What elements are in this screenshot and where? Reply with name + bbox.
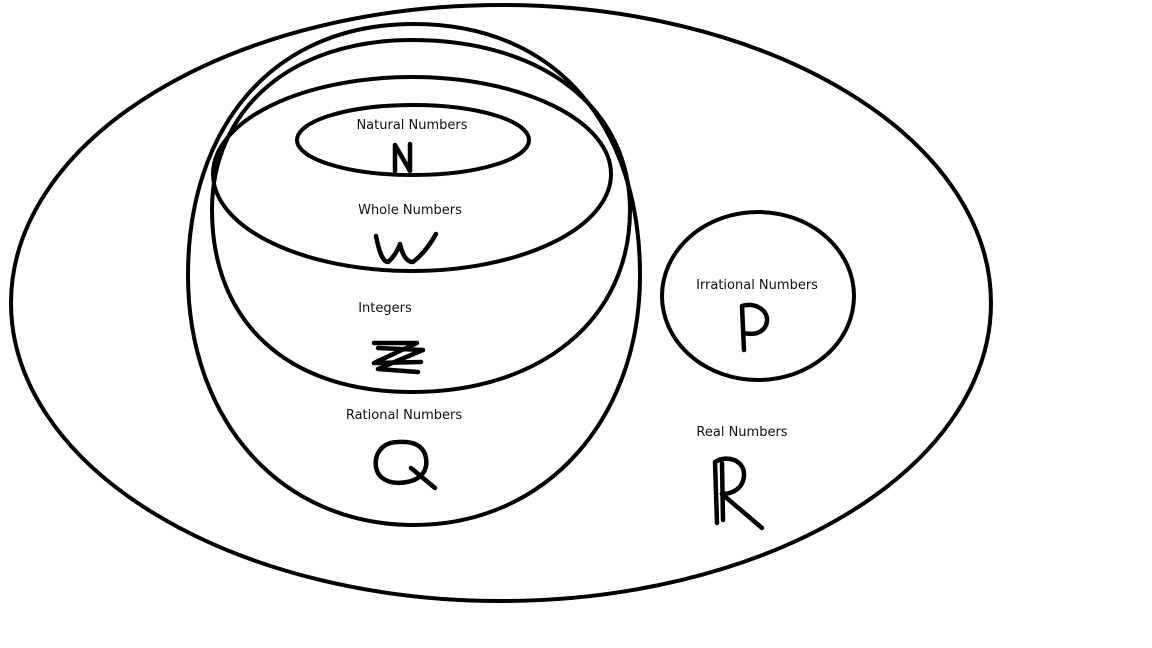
- integers-set: [209, 37, 633, 395]
- irrational-numbers-set: [660, 210, 856, 382]
- rational-numbers-set: [185, 21, 643, 528]
- natural-numbers-label: Natural Numbers: [356, 118, 467, 133]
- irrational-numbers-label: Irrational Numbers: [696, 278, 818, 293]
- whole-numbers-label: Whole Numbers: [358, 203, 462, 218]
- natural-numbers-symbol: [392, 141, 413, 174]
- whole-numbers-symbol: [373, 231, 439, 265]
- integers-symbol: [371, 340, 426, 375]
- integers-label: Integers: [358, 301, 412, 316]
- rational-numbers-label: Rational Numbers: [346, 408, 463, 423]
- real-numbers-label: Real Numbers: [696, 425, 787, 440]
- whole-numbers-set: [211, 75, 613, 273]
- natural-numbers-set: [295, 103, 531, 177]
- rational-numbers-symbol: [373, 439, 438, 491]
- real-numbers-symbol: [712, 456, 765, 531]
- irrational-numbers-symbol: [739, 302, 770, 353]
- real-numbers-set: [9, 3, 993, 603]
